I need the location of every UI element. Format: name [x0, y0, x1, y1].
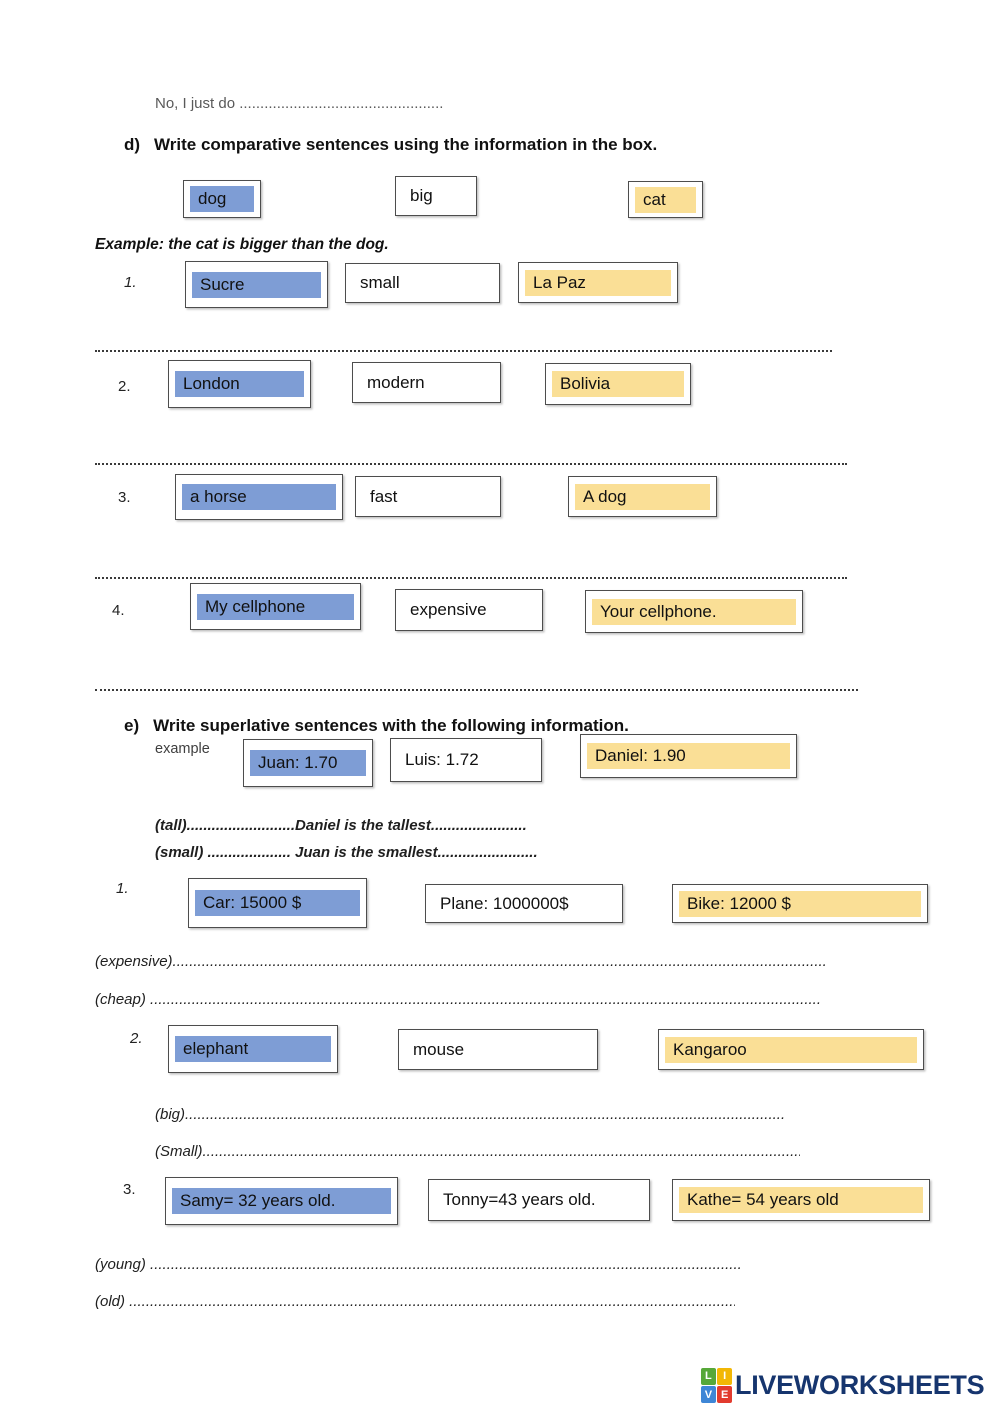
logo-tile-e: E: [717, 1386, 732, 1403]
example-answer-tall: (tall)..........................Daniel i…: [155, 817, 527, 834]
word-box-london: London: [168, 360, 311, 408]
word-box-kangaroo: Kangaroo: [658, 1029, 924, 1070]
logo-wordmark: LIVEWORKSHEETS: [735, 1370, 985, 1400]
word-label: fast: [370, 486, 398, 506]
word-box-cat: cat: [628, 181, 703, 218]
word-label: dog: [190, 186, 254, 212]
word-box-mouse: mouse: [398, 1029, 598, 1070]
word-box-my-cellphone: My cellphone: [190, 583, 361, 630]
word-label: Daniel: 1.90: [587, 743, 790, 769]
answer-line-cheap[interactable]: (cheap) ................................…: [95, 991, 820, 1008]
word-label: Bike: 12000 $: [679, 890, 921, 917]
word-label: Kangaroo: [665, 1036, 917, 1063]
logo-tile-i: I: [717, 1368, 732, 1385]
section-d-title: Write comparative sentences using the in…: [154, 135, 658, 154]
word-box-modern: modern: [352, 362, 501, 403]
item-number: 3.: [118, 489, 131, 506]
word-box-elephant: elephant: [168, 1025, 338, 1073]
word-box-bike: Bike: 12000 $: [672, 884, 928, 923]
answer-line-3[interactable]: [95, 577, 847, 579]
word-label: big: [410, 186, 433, 205]
example-label: example: [155, 741, 210, 757]
logo-tile-v: V: [701, 1386, 716, 1403]
word-label: elephant: [175, 1036, 331, 1062]
word-label: expensive: [410, 600, 487, 619]
word-label: London: [175, 371, 304, 397]
item-number: 2.: [130, 1030, 143, 1047]
word-box-a-horse: a horse: [175, 474, 343, 520]
word-box-sucre: Sucre: [185, 261, 328, 308]
answer-line-expensive[interactable]: (expensive).............................…: [95, 953, 825, 970]
word-box-expensive: expensive: [395, 589, 543, 631]
word-box-bolivia: Bolivia: [545, 363, 691, 405]
word-label: Bolivia: [552, 371, 684, 397]
liveworksheets-tiles-icon: L I V E: [701, 1368, 732, 1403]
word-box-tonny: Tonny=43 years old.: [428, 1179, 650, 1221]
word-label: Sucre: [192, 271, 321, 298]
answer-line-big[interactable]: (big)...................................…: [155, 1106, 785, 1123]
word-label: A dog: [575, 483, 710, 510]
section-d-heading: d) Write comparative sentences using the…: [124, 135, 657, 155]
word-label: Luis: 1.72: [405, 750, 479, 769]
word-box-big: big: [395, 176, 477, 216]
example-sentence: Example: the cat is bigger than the dog.: [95, 236, 389, 253]
example-answer-small: (small) .................... Juan is the…: [155, 844, 538, 861]
word-label: Your cellphone.: [592, 598, 796, 625]
word-label: Kathe= 54 years old: [679, 1187, 923, 1213]
word-label: mouse: [413, 1039, 465, 1059]
word-box-your-cellphone: Your cellphone.: [585, 590, 803, 633]
word-label: My cellphone: [197, 593, 354, 620]
answer-line-young[interactable]: (young) ................................…: [95, 1256, 740, 1273]
logo-tile-l: L: [701, 1368, 716, 1385]
word-label: Samy= 32 years old.: [172, 1188, 391, 1214]
word-box-daniel: Daniel: 1.90: [580, 734, 797, 778]
item-number: 4.: [112, 602, 125, 619]
word-label: Car: 15000 $: [195, 890, 360, 916]
answer-line-2[interactable]: [95, 463, 847, 465]
word-box-small: small: [345, 263, 500, 303]
answer-line-old[interactable]: (old) ..................................…: [95, 1293, 735, 1310]
word-box-la-paz: La Paz: [518, 262, 678, 303]
word-box-a-dog: A dog: [568, 476, 717, 517]
word-label: a horse: [182, 484, 336, 510]
section-e-label: e): [124, 716, 140, 735]
word-box-dog: dog: [183, 180, 261, 218]
section-e-title: Write superlative sentences with the fol…: [153, 716, 629, 735]
section-d-label: d): [124, 135, 141, 154]
word-label: Plane: 1000000$: [440, 893, 569, 913]
word-box-kathe: Kathe= 54 years old: [672, 1179, 930, 1221]
word-label: Juan: 1.70: [250, 750, 366, 776]
item-number: 3.: [123, 1181, 136, 1198]
word-box-fast: fast: [355, 476, 501, 517]
section-e-heading: e) Write superlative sentences with the …: [124, 716, 629, 736]
word-label: cat: [635, 186, 696, 213]
liveworksheets-logo: L I V E LIVEWORKSHEETS: [701, 1368, 985, 1403]
item-number: 1.: [124, 274, 137, 291]
item-number: 1.: [116, 880, 129, 897]
word-label: Tonny=43 years old.: [443, 1190, 596, 1209]
word-label: La Paz: [525, 269, 671, 296]
word-label: small: [360, 273, 400, 292]
word-box-car: Car: 15000 $: [188, 878, 367, 928]
word-box-juan: Juan: 1.70: [243, 739, 373, 787]
word-box-samy: Samy= 32 years old.: [165, 1177, 398, 1225]
word-box-luis: Luis: 1.72: [390, 738, 542, 782]
word-label: modern: [367, 372, 425, 392]
word-box-plane: Plane: 1000000$: [425, 884, 623, 923]
answer-line-small[interactable]: (Small).................................…: [155, 1143, 800, 1160]
answer-line-4[interactable]: [95, 689, 858, 691]
item-number: 2.: [118, 378, 131, 395]
answer-line-top[interactable]: No, I just do ..........................…: [155, 95, 444, 112]
answer-line-1[interactable]: [95, 350, 832, 352]
